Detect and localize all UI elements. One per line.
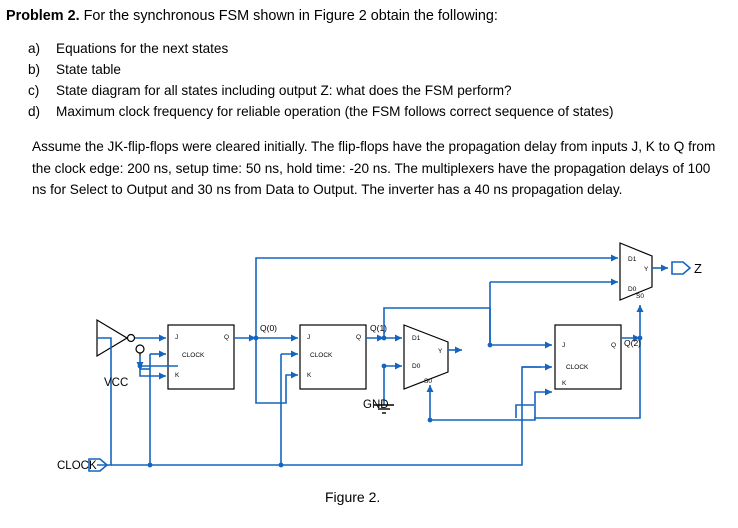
ff1-j-label: J <box>307 334 310 341</box>
wire-vcc <box>139 356 178 367</box>
junction-dot <box>487 342 493 348</box>
wire-q2-feedback <box>534 338 641 419</box>
ff1-k-label: K <box>307 372 312 379</box>
figure-caption: Figure 2. <box>325 489 380 505</box>
mux1-d1-label: D1 <box>412 335 421 342</box>
junction-dot <box>278 462 284 468</box>
junction-dot <box>137 363 143 369</box>
wire-junctions <box>137 335 643 468</box>
inverter-bubble <box>126 333 136 343</box>
mux1-s0-label: S0 <box>424 378 432 385</box>
ff1-q-label: Q <box>356 334 361 341</box>
ff2-clock-label: CLOCK <box>566 364 589 371</box>
wire-q0-k1 <box>255 338 298 404</box>
problem-heading: Problem 2. For the synchronous FSM shown… <box>6 8 498 24</box>
junction-dot <box>253 335 259 341</box>
ff0-k-label: K <box>175 372 180 379</box>
question-text: State diagram for all states including o… <box>56 83 512 98</box>
wire-q0-mux2-d1 <box>255 254 618 338</box>
multiplexer-2 <box>619 242 653 301</box>
junction-dot <box>381 363 387 369</box>
question-text: Maximum clock frequency for reliable ope… <box>56 104 614 119</box>
wire-clock-inverter <box>97 337 112 466</box>
question-item-b: b) State table <box>28 61 614 82</box>
question-item-a: a) Equations for the next states <box>28 40 614 61</box>
mux1-d0-label: D0 <box>412 363 421 370</box>
ff0-j-label: J <box>175 334 178 341</box>
question-text: Equations for the next states <box>56 41 229 56</box>
wire-k2 <box>430 388 552 421</box>
ff1-clock-label: CLOCK <box>310 352 333 359</box>
ff0-clock-label: CLOCK <box>182 352 205 359</box>
ff2-q-label: Q <box>611 342 616 349</box>
q2-label: Q(2) <box>624 338 641 348</box>
mux2-y-label: Y <box>644 266 649 273</box>
question-label: b) <box>28 62 41 77</box>
junction-dot <box>147 462 153 468</box>
q1-label: Q(1) <box>370 323 387 333</box>
mux2-d1-label: D1 <box>628 256 637 263</box>
gnd-label: GND <box>363 399 389 411</box>
question-label: d) <box>28 104 41 119</box>
ff0-q-label: Q <box>224 334 229 341</box>
junction-dot <box>637 335 643 341</box>
question-text: State table <box>56 62 121 77</box>
q0-label: Q(0) <box>260 323 277 333</box>
question-label: c) <box>28 83 40 98</box>
question-item-c: c) State diagram for all states including… <box>28 82 614 103</box>
output-z-connector <box>671 261 692 275</box>
output-z-label: Z <box>694 261 702 276</box>
question-label: a) <box>28 41 41 56</box>
multiplexer-1 <box>403 324 449 390</box>
wire-vcc-k0 <box>139 366 166 380</box>
mux2-d0-label: D0 <box>628 286 637 293</box>
wire-clock-bus <box>111 366 541 466</box>
problem-intro: For the synchronous FSM shown in Figure … <box>83 8 498 24</box>
wire-q2-feedback2 <box>515 404 534 418</box>
ff2-k-label: K <box>562 380 567 387</box>
clock-input-label: CLOCK <box>57 460 97 472</box>
jk-flip-flop-1 <box>299 324 367 390</box>
vcc-terminal <box>135 344 145 354</box>
clock-input-connector <box>88 458 109 472</box>
jk-flip-flop-2 <box>554 324 622 390</box>
mux2-s0-label: S0 <box>636 293 644 300</box>
problem-number: Problem 2. <box>6 8 80 24</box>
junction-dot <box>427 417 433 423</box>
jk-flip-flop-0 <box>167 324 235 390</box>
question-list: a) Equations for the next states b) State … <box>28 40 614 124</box>
junction-dot <box>381 335 387 341</box>
assumption-paragraph: Assume the JK-flip-flops were cleared in… <box>32 139 716 197</box>
mux1-y-label: Y <box>438 348 443 355</box>
question-item-d: d) Maximum clock frequency for reliable o… <box>28 103 614 124</box>
wire-q1-loop <box>383 307 491 345</box>
vcc-label: VCC <box>104 377 128 389</box>
ff2-j-label: J <box>562 342 565 349</box>
